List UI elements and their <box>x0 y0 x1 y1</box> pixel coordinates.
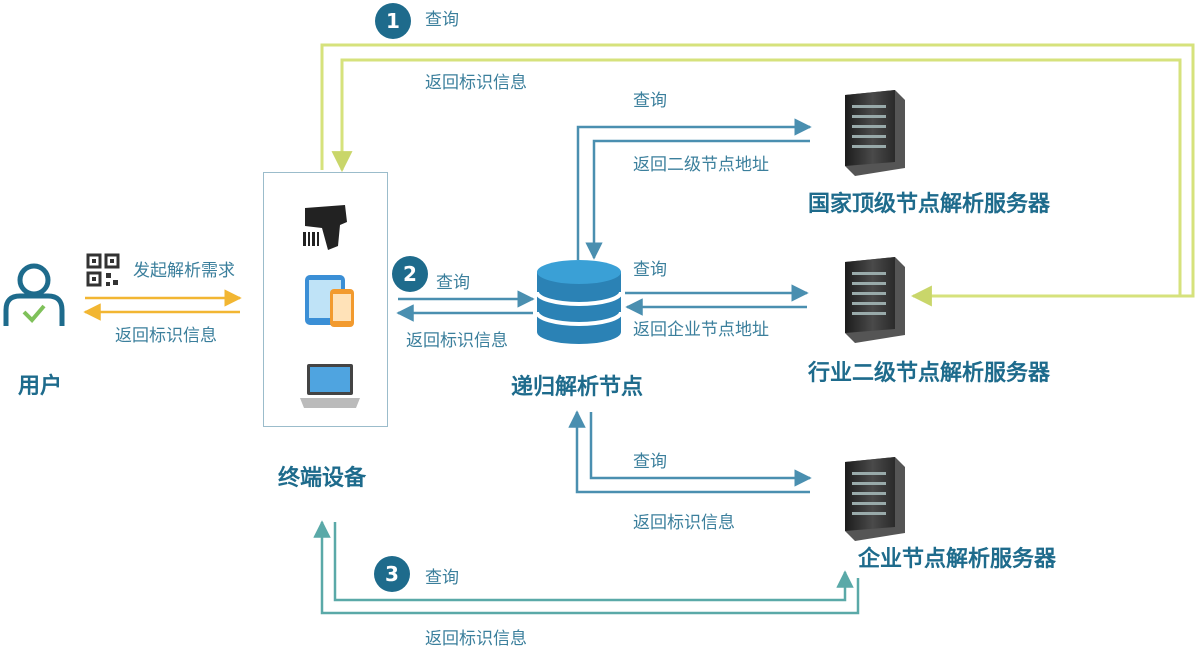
terminal-device-box <box>263 172 388 427</box>
enterprise-return-path <box>568 410 810 494</box>
national-query-label: 查询 <box>633 91 667 111</box>
step1-return-label: 返回标识信息 <box>425 73 527 93</box>
step3-query-label: 查询 <box>425 568 459 588</box>
enterprise-return-label: 返回标识信息 <box>633 513 735 533</box>
user-return-label: 返回标识信息 <box>115 326 217 346</box>
server-icon-enterprise <box>845 457 905 541</box>
server-icon-national <box>845 90 905 176</box>
database-icon <box>535 260 623 344</box>
industry-query-label: 查询 <box>633 260 667 280</box>
step1-query-label: 查询 <box>425 10 459 30</box>
enterprise-query-label: 查询 <box>633 452 667 472</box>
enterprise-query-path <box>589 412 812 487</box>
step3-return-label: 返回标识信息 <box>425 629 527 649</box>
step-2-badge: 2 <box>392 256 428 292</box>
recursive-node-title: 递归解析节点 <box>511 375 644 400</box>
server-icon-industry <box>845 257 905 343</box>
step3-return-path <box>313 520 860 615</box>
step-1-badge: 1 <box>375 3 411 39</box>
industry-server-title: 行业二级节点解析服务器 <box>808 361 1051 386</box>
step-3-badge: 3 <box>374 556 410 592</box>
step2-query-label: 查询 <box>436 273 470 293</box>
terminal-title: 终端设备 <box>278 466 367 491</box>
user-title: 用户 <box>18 374 63 399</box>
step1-return-path <box>331 58 1182 296</box>
user-icon <box>3 263 65 326</box>
step3-query-path <box>333 522 854 602</box>
national-query-path <box>576 118 812 260</box>
qr-code-icon <box>86 253 120 287</box>
national-return-path <box>585 139 810 260</box>
national-server-title: 国家顶级节点解析服务器 <box>808 192 1051 217</box>
enterprise-server-title: 企业节点解析服务器 <box>858 547 1057 572</box>
national-return-label: 返回二级节点地址 <box>633 155 769 175</box>
user-request-label: 发起解析需求 <box>133 261 235 281</box>
industry-return-label: 返回企业节点地址 <box>633 320 769 340</box>
step1-query-path <box>320 43 1195 307</box>
step2-return-label: 返回标识信息 <box>406 331 508 351</box>
